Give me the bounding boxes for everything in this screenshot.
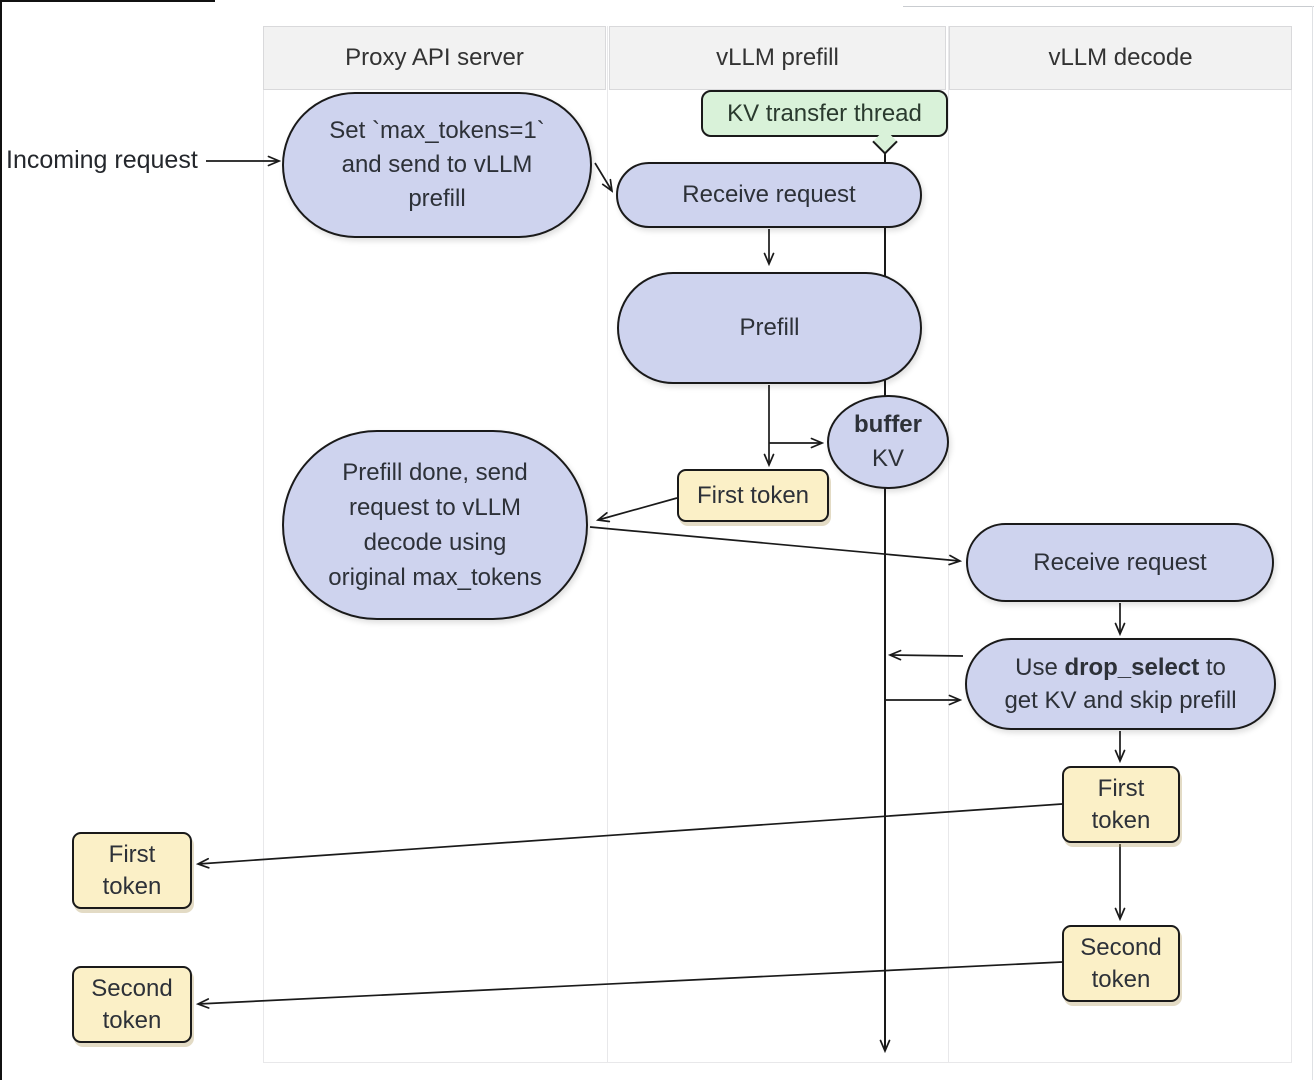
node-text-line: token (102, 872, 162, 900)
node-text-line: token (1091, 965, 1151, 993)
node-text-line: token (102, 1006, 162, 1034)
lane-divider (948, 26, 949, 1063)
node-drop-select: Use drop_select to get KV and skip prefi… (965, 638, 1276, 730)
node-second-token-out: Second token (72, 966, 192, 1043)
node-first-token-prefill: First token (677, 469, 829, 522)
incoming-request-label: Incoming request (6, 146, 198, 174)
node-text-line: Second (1080, 933, 1162, 961)
node-text-line: Receive request (1033, 548, 1207, 576)
lane-divider (1291, 26, 1292, 1063)
window-border-left (0, 0, 2, 1080)
edge-prefill-done-to-decode-receive (589, 526, 960, 561)
window-border-top (0, 0, 215, 2)
frame-border-right (1312, 6, 1313, 1080)
column-header-vllm-decode: vLLM decode (949, 26, 1292, 90)
column-header-label: vLLM prefill (716, 44, 839, 71)
node-text-line: Use drop_select to (1015, 654, 1226, 681)
node-text-line: Second (91, 974, 173, 1002)
edge-proxy-to-prefill-receive (594, 162, 612, 191)
node-prefill: Prefill (617, 272, 922, 384)
node-kv-transfer-thread: KV transfer thread (701, 90, 948, 137)
node-receive-request-prefill: Receive request (616, 162, 922, 228)
column-header-proxy-api-server: Proxy API server (263, 26, 606, 90)
node-text-line: buffer (854, 411, 922, 438)
node-text-line: Prefill done, send (342, 459, 528, 486)
node-text-line: original max_tokens (328, 564, 542, 591)
node-prefill-done: Prefill done, send request to vLLM decod… (282, 430, 588, 620)
node-text-line: KV transfer thread (727, 99, 922, 127)
node-set-max-tokens: Set `max_tokens=1` and send to vLLM pref… (282, 92, 592, 238)
edge-second-token-decode-to-output (198, 961, 1063, 1004)
node-first-token-decode: First token (1062, 766, 1180, 843)
edge-drop-select-to-kv-thread (890, 655, 964, 656)
node-text-line: Receive request (682, 181, 856, 208)
column-header-label: Proxy API server (345, 44, 524, 71)
node-text-line: First token (696, 481, 810, 509)
node-second-token-decode: Second token (1062, 925, 1180, 1002)
node-first-token-out: First token (72, 832, 192, 909)
node-text-line: First (1097, 774, 1145, 802)
node-text-line: First (108, 840, 156, 868)
node-text-line: token (1091, 806, 1151, 834)
node-buffer-kv: buffer KV (827, 395, 949, 489)
edge-first-token-decode-to-output (198, 803, 1063, 864)
node-text-line: decode using (363, 529, 507, 556)
node-receive-request-decode: Receive request (966, 523, 1274, 602)
node-text-line: get KV and skip prefill (1004, 687, 1237, 714)
node-text-line: and send to vLLM (341, 151, 533, 178)
node-text-line: Set `max_tokens=1` (329, 117, 545, 144)
edge-first-token-to-prefill-done (598, 497, 678, 520)
node-text-line: request to vLLM (348, 494, 522, 521)
lane-bottom-border (263, 1062, 1292, 1063)
drop-select-keyword: drop_select (1064, 654, 1200, 681)
lane-divider (263, 26, 264, 1063)
lane-divider (607, 26, 608, 1063)
column-header-label: vLLM decode (1048, 44, 1193, 71)
node-text-line: KV (871, 445, 904, 472)
column-header-vllm-prefill: vLLM prefill (609, 26, 946, 90)
frame-border-top-right (903, 6, 1314, 7)
node-text-line: prefill (408, 185, 466, 212)
node-text-line: Prefill (739, 314, 800, 341)
